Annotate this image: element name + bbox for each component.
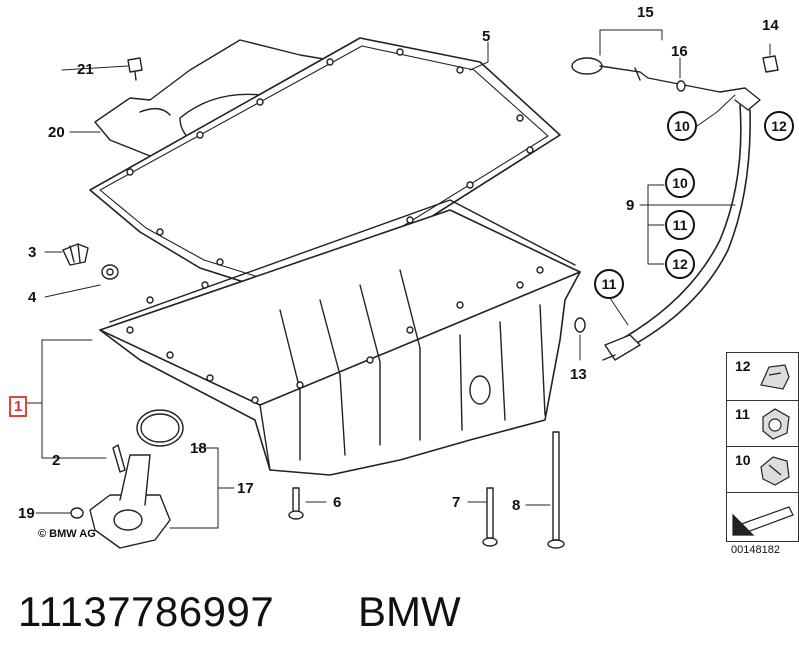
callout-6: 6: [333, 494, 342, 511]
circled-callout-10-top: 10: [667, 111, 697, 141]
callout-19: 19: [18, 505, 35, 522]
legend-number-12: 12: [735, 358, 751, 374]
legend-box-clip-12: 12: [726, 352, 799, 402]
bolt-8: [547, 431, 565, 549]
part-number: 11137786997: [18, 588, 275, 635]
callout-1-highlighted: 1: [9, 396, 28, 417]
drain-plug: [62, 243, 89, 266]
screw-21: [127, 57, 143, 81]
exploded-parts-drawing: [25, 29, 779, 549]
callout-15: 15: [637, 4, 654, 21]
callout-13: 13: [570, 366, 587, 383]
circled-callout-12-top: 12: [764, 111, 794, 141]
plug-19: [70, 507, 84, 519]
callout-8: 8: [512, 497, 521, 514]
o-ring-13: [574, 317, 586, 333]
callout-3: 3: [28, 244, 37, 261]
callout-9: 9: [626, 197, 635, 214]
clip-12-icon: [760, 364, 790, 390]
circled-callout-11-low: 11: [594, 269, 624, 299]
clip-10-icon: [760, 456, 790, 486]
leader-lines: [25, 29, 771, 529]
callout-5: 5: [482, 28, 491, 45]
drawing-number: 00148182: [731, 544, 780, 556]
dipstick-handle: [571, 57, 721, 93]
dowel-pin: [112, 444, 126, 473]
oil-pan: [99, 199, 581, 476]
dipstick-guide-tube: [602, 87, 761, 361]
callout-17: 17: [237, 480, 254, 497]
circled-callout-12-mid: 12: [665, 249, 695, 279]
callout-7: 7: [452, 494, 461, 511]
callout-21: 21: [77, 61, 94, 78]
copyright-text: © BMW AG: [38, 528, 96, 540]
legend-box-arrow: [726, 492, 799, 542]
legend-number-11: 11: [735, 406, 750, 422]
brand-name: BMW: [358, 588, 461, 635]
callout-4: 4: [28, 289, 37, 306]
drain-plug-washer: [101, 264, 119, 280]
callout-20: 20: [48, 124, 65, 141]
callout-2: 2: [52, 452, 61, 469]
circled-callout-11-mid: 11: [665, 210, 695, 240]
oil-level-sensor: [89, 454, 171, 549]
callout-18: 18: [190, 440, 207, 457]
bolt-6: [288, 487, 304, 520]
nut-14: [762, 55, 779, 73]
legend-box-clip-11: 11: [726, 400, 799, 448]
bolt-7: [482, 487, 498, 547]
circled-callout-10-mid: 10: [665, 168, 695, 198]
clip-11-icon: [762, 408, 790, 440]
callout-14: 14: [762, 17, 779, 34]
legend-box-clip-10: 10: [726, 446, 799, 494]
legend-number-10: 10: [735, 452, 751, 468]
callout-16: 16: [671, 43, 688, 60]
sealing-ring: [136, 409, 184, 447]
dipstick-o-ring: [676, 80, 686, 92]
reference-arrow-icon: [732, 506, 794, 536]
